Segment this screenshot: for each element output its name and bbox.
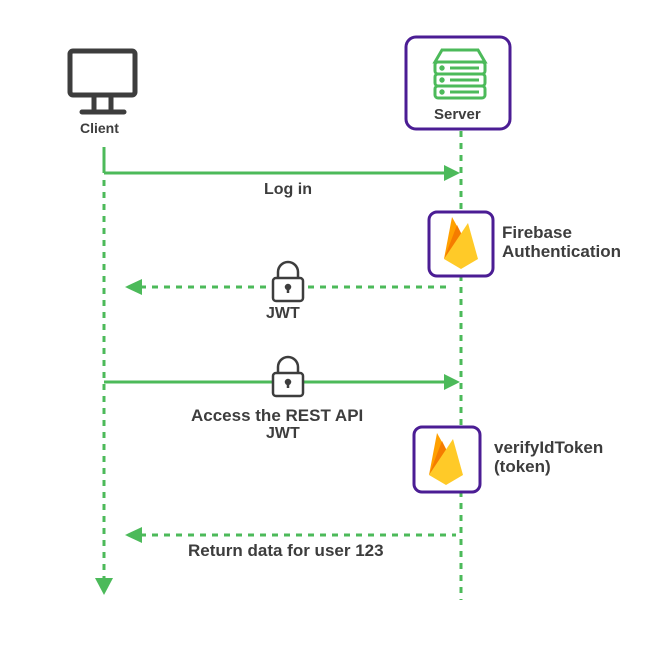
verify-token-label-line1: verifyIdToken — [494, 438, 604, 457]
monitor-icon — [67, 48, 138, 115]
firebase-auth-label-line2: Authentication — [502, 242, 621, 261]
return-data-arrowhead — [125, 527, 142, 543]
firebase-auth-label-line1: Firebase — [502, 223, 572, 242]
client-label: Client — [80, 120, 119, 136]
server-icon — [432, 48, 488, 100]
verify-token-label-line2: (token) — [494, 457, 551, 476]
lock-icon — [271, 355, 305, 398]
client-lifeline-arrowhead — [95, 578, 113, 595]
access-api-arrowhead — [444, 374, 460, 390]
login-label: Log in — [264, 181, 312, 198]
login-arrowhead — [444, 165, 460, 181]
jwt-label: JWT — [266, 305, 300, 322]
lock-icon — [271, 260, 305, 303]
return-data-label: Return data for user 123 — [188, 541, 384, 560]
server-label: Server — [434, 106, 481, 123]
access-api-label-line2: JWT — [266, 425, 300, 442]
jwt-arrowhead — [125, 279, 142, 295]
access-api-label-line1: Access the REST API — [191, 406, 364, 425]
